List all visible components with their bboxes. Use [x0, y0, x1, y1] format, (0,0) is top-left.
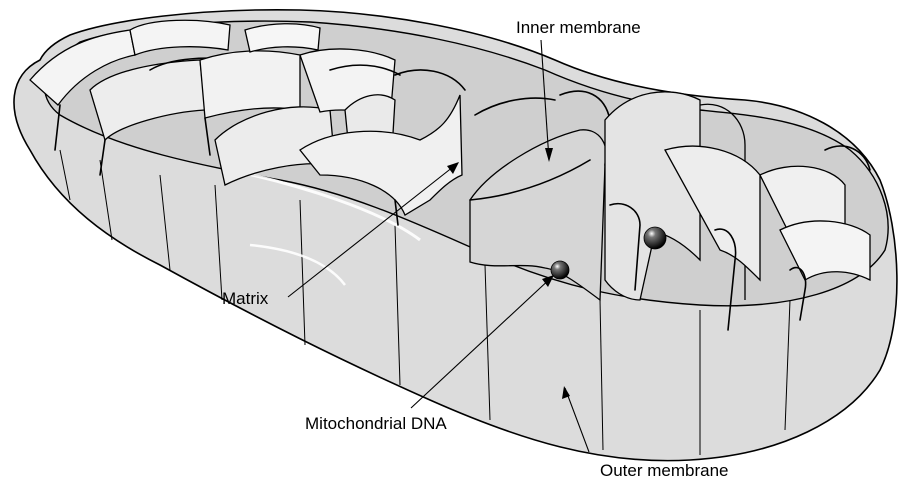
- dna-sphere-1: [551, 261, 569, 279]
- label-inner-membrane: Inner membrane: [516, 18, 641, 37]
- label-matrix: Matrix: [222, 289, 269, 308]
- label-mitochondrial-dna: Mitochondrial DNA: [305, 414, 447, 433]
- dna-sphere-2: [644, 227, 666, 249]
- label-outer-membrane: Outer membrane: [600, 461, 729, 480]
